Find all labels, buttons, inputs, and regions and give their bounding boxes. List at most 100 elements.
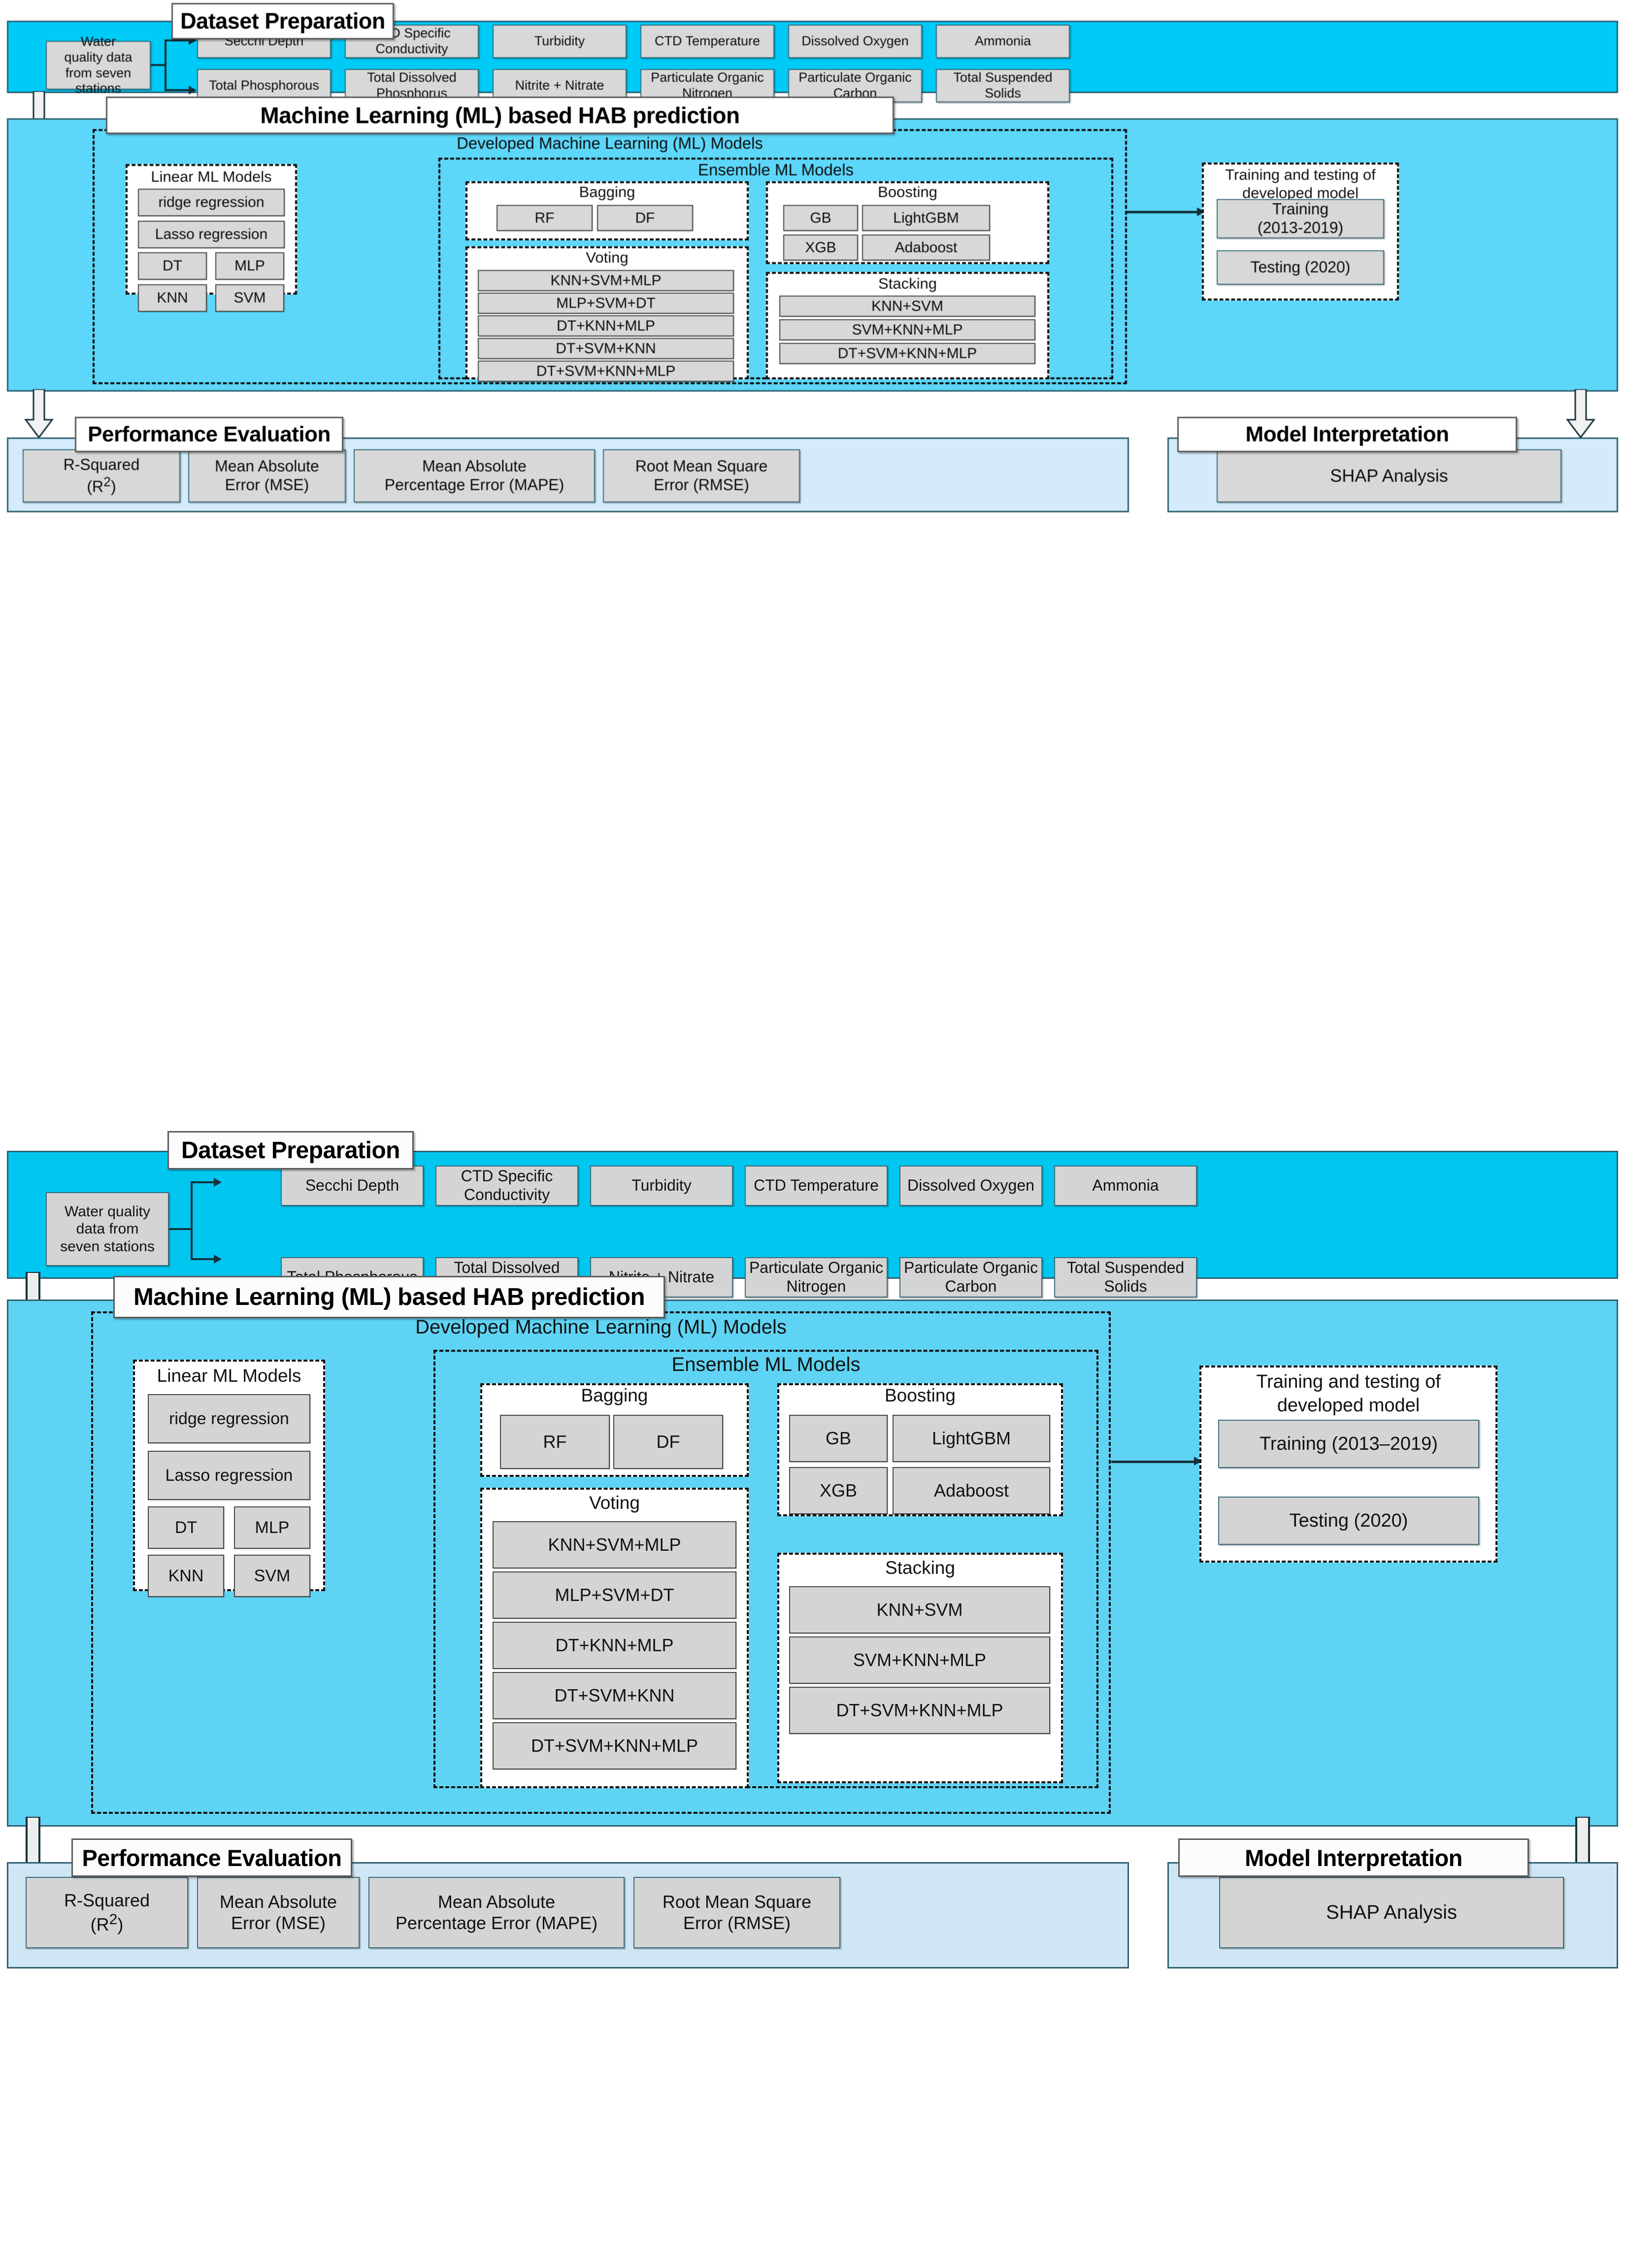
shap-analysis-box-1: SHAP Analysis — [1217, 449, 1561, 502]
branch-bottom-1 — [165, 89, 189, 91]
stacking-item-2-1: SVM+KNN+MLP — [779, 319, 1035, 340]
metric-box-r2-1: R-Squared(R2) — [23, 449, 180, 502]
ml-prediction-title-2: Machine Learning (ML) based HAB predicti… — [113, 1276, 665, 1318]
linear-models-label-1: Linear ML Models — [151, 168, 272, 185]
stacking-item-3-2: DT+SVM+KNN+MLP — [789, 1687, 1050, 1734]
linear-model-knn-2: KNN — [148, 1555, 224, 1597]
boosting-gb-1: GB — [783, 205, 858, 231]
branch-arrowhead-bottom-2 — [214, 1255, 222, 1264]
param-box: Total Suspended Solids — [1054, 1257, 1197, 1298]
voting-label-2: Voting — [589, 1493, 640, 1513]
training-testing-label-line2: developed model — [1242, 184, 1359, 202]
models-to-training-line-1 — [1127, 211, 1202, 213]
bagging-df-1: DF — [597, 205, 693, 231]
training-testing-label-line1: Training and testing of — [1256, 1371, 1441, 1392]
training-period-box-2: Training (2013–2019) — [1218, 1420, 1479, 1468]
bagging-rf-2: RF — [500, 1415, 610, 1469]
param-box: Dissolved Oxygen — [899, 1166, 1042, 1206]
bagging-df-2: DF — [613, 1415, 723, 1469]
linear-model-lasso-2: Lasso regression — [148, 1451, 310, 1500]
bagging-label-1: Bagging — [579, 183, 635, 200]
param-box: Total Suspended Solids — [936, 69, 1070, 102]
ensemble-models-container-2 — [433, 1350, 1098, 1788]
branch-top-2 — [191, 1181, 214, 1183]
developed-models-label-2: Developed Machine Learning (ML) Models — [415, 1316, 787, 1338]
boosting-gb-2: GB — [789, 1415, 888, 1462]
linear-model-mlp-2: MLP — [234, 1506, 310, 1549]
stacking-item-1-1: KNN+SVM — [779, 296, 1035, 317]
boosting-lightgbm-2: LightGBM — [893, 1415, 1050, 1462]
flow-arrow-ml-to-performance-1 — [24, 389, 54, 438]
param-box: CTD Temperature — [640, 25, 774, 58]
branch-bottom-2 — [191, 1258, 214, 1260]
stacking-label-1: Stacking — [878, 275, 937, 292]
training-period-box-1: Training(2013-2019) — [1217, 199, 1384, 238]
bagging-rf-1: RF — [497, 205, 593, 231]
ml-prediction-title-1: Machine Learning (ML) based HAB predicti… — [106, 97, 894, 134]
param-box: CTD Specific Conductivity — [435, 1166, 578, 1206]
training-testing-label-2: Training and testing of developed model — [1199, 1370, 1497, 1417]
voting-item-3-2: DT+KNN+MLP — [493, 1622, 736, 1669]
branch-stem-1 — [151, 64, 166, 66]
training-testing-label-1: Training and testing of developed model — [1202, 166, 1399, 202]
stacking-item-2-2: SVM+KNN+MLP — [789, 1636, 1050, 1684]
linear-model-lasso-1: Lasso regression — [138, 221, 285, 248]
param-box: Turbidity — [493, 25, 627, 58]
boosting-label-1: Boosting — [878, 183, 937, 200]
branch-arrowhead-bottom-1 — [189, 86, 197, 95]
boosting-lightgbm-1: LightGBM — [862, 205, 990, 231]
voting-item-3-1: DT+KNN+MLP — [478, 315, 734, 336]
metric-label: R-Squared(R2) — [63, 455, 140, 496]
voting-label-1: Voting — [586, 249, 629, 266]
shap-analysis-box-2: SHAP Analysis — [1219, 1877, 1564, 1948]
metric-box-r2-2: R-Squared(R2) — [26, 1877, 188, 1948]
training-testing-label-line2: developed model — [1277, 1395, 1420, 1416]
performance-evaluation-title-2: Performance Evaluation — [71, 1838, 352, 1877]
param-box: Particulate Organic Nitrogen — [745, 1257, 888, 1298]
param-box: Turbidity — [590, 1166, 733, 1206]
linear-model-dt-2: DT — [148, 1506, 224, 1549]
dataset-preparation-title-2: Dataset Preparation — [167, 1131, 414, 1169]
linear-model-knn-1: KNN — [138, 284, 207, 312]
stacking-label-2: Stacking — [885, 1558, 955, 1578]
linear-model-ridge-2: ridge regression — [148, 1394, 310, 1443]
voting-item-5-2: DT+SVM+KNN+MLP — [493, 1722, 736, 1769]
linear-model-ridge-1: ridge regression — [138, 189, 285, 216]
boosting-label-2: Boosting — [885, 1385, 956, 1405]
voting-item-5-1: DT+SVM+KNN+MLP — [478, 361, 734, 382]
linear-model-dt-1: DT — [138, 252, 207, 280]
branch-vertical-1 — [165, 39, 166, 91]
boosting-adaboost-2: Adaboost — [893, 1467, 1050, 1514]
dataset-preparation-title-1: Dataset Preparation — [171, 3, 394, 39]
param-box: Secchi Depth — [281, 1166, 424, 1206]
voting-item-2-1: MLP+SVM+DT — [478, 293, 734, 314]
linear-model-svm-1: SVM — [215, 284, 284, 312]
param-box: Ammonia — [1054, 1166, 1197, 1206]
developed-models-label-1: Developed Machine Learning (ML) Models — [457, 134, 763, 152]
voting-item-4-2: DT+SVM+KNN — [493, 1672, 736, 1719]
voting-item-1-1: KNN+SVM+MLP — [478, 270, 734, 291]
models-to-training-line-2 — [1111, 1461, 1200, 1463]
branch-stem-2 — [169, 1228, 193, 1230]
flow-arrow-ml-to-interpretation-1 — [1565, 389, 1596, 438]
voting-item-1-2: KNN+SVM+MLP — [493, 1521, 736, 1568]
model-interpretation-title-1: Model Interpretation — [1177, 417, 1517, 452]
testing-period-box-1: Testing (2020) — [1217, 250, 1384, 285]
linear-models-label-2: Linear ML Models — [157, 1366, 301, 1386]
testing-period-box-2: Testing (2020) — [1218, 1497, 1479, 1545]
